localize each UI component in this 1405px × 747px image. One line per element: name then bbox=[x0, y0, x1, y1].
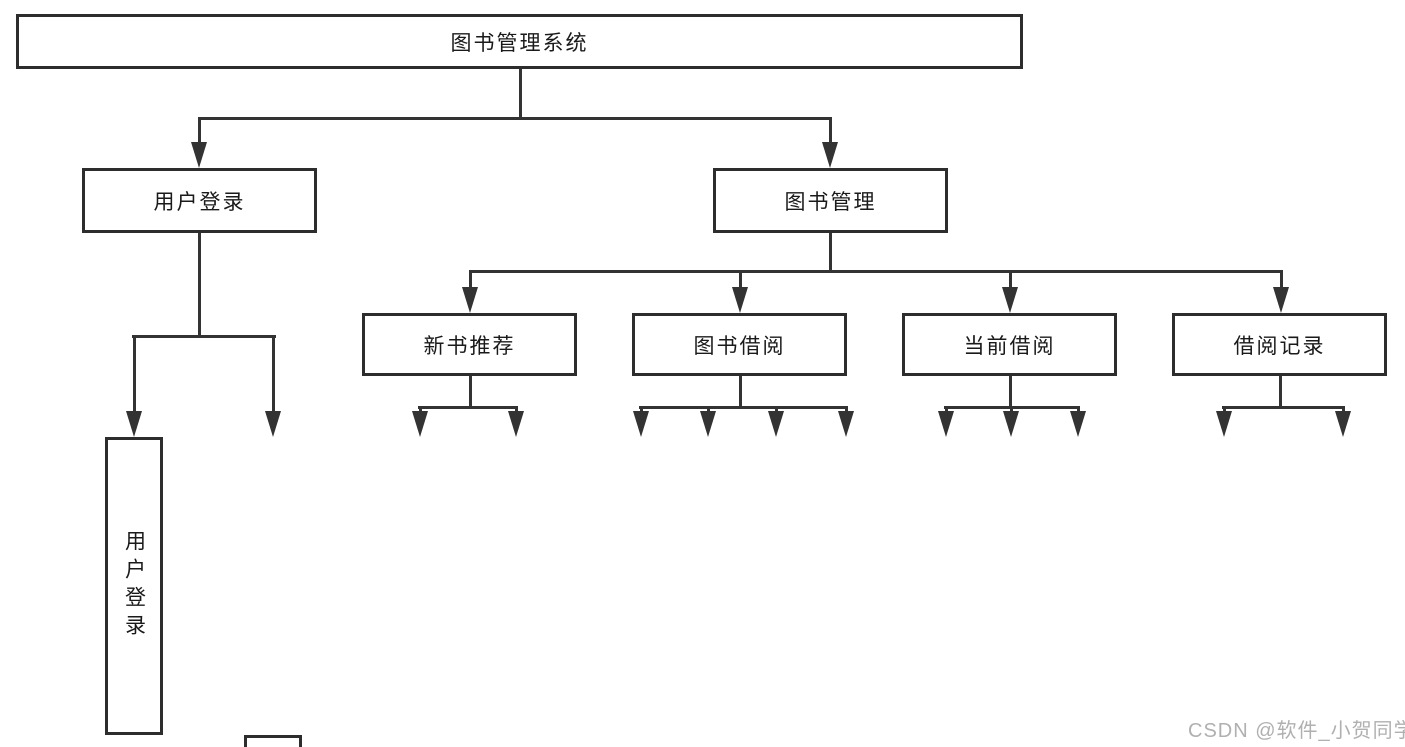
connector-new-book-recommend-h bbox=[418, 406, 518, 409]
node-book-management: 图书管理 bbox=[713, 168, 948, 233]
arrowhead-down-leaf-edit-book-admin bbox=[768, 411, 784, 437]
connector-to-user-login bbox=[198, 117, 201, 147]
node-book-borrow: 图书借阅 bbox=[632, 313, 847, 376]
arrowhead-down-leaf-add-book-admin bbox=[700, 411, 716, 437]
leaf-user-login-label: 用户登录 bbox=[122, 530, 146, 642]
connector-borrow-records-h bbox=[1222, 406, 1345, 409]
arrowhead-down-leaf-return-books bbox=[1003, 411, 1019, 437]
connector-to-book-management bbox=[829, 117, 832, 147]
arrowhead-down-book-management bbox=[822, 142, 838, 168]
leaf-user-login: 用户登录 bbox=[105, 437, 163, 735]
connector-borrow-records-stub bbox=[1279, 376, 1282, 409]
connector-to-leaf-user-login bbox=[133, 335, 136, 419]
connector-book-borrow-stub bbox=[739, 376, 742, 409]
node-current-borrow: 当前借阅 bbox=[902, 313, 1117, 376]
watermark: CSDN @软件_小贺同学 bbox=[1188, 720, 1405, 742]
arrowhead-down-leaf-confirm-return bbox=[1070, 411, 1086, 437]
connector-user-login-stub bbox=[198, 232, 201, 338]
connector-to-new-book-recommend bbox=[469, 270, 472, 292]
arrowhead-down-book-borrow bbox=[732, 287, 748, 313]
connector-to-leaf-logout bbox=[272, 335, 275, 419]
arrowhead-down-leaf-query-books-2 bbox=[633, 411, 649, 437]
connector-to-borrow-records bbox=[1280, 270, 1283, 292]
node-user-login: 用户登录 bbox=[82, 168, 317, 233]
arrowhead-down-leaf-user-login bbox=[126, 411, 142, 437]
arrowhead-down-leaf-query-borrow-record bbox=[1335, 411, 1351, 437]
connector-new-book-recommend-stub bbox=[469, 376, 472, 409]
node-borrow-records: 借阅记录 bbox=[1172, 313, 1387, 376]
arrowhead-down-leaf-query-books-1 bbox=[412, 411, 428, 437]
connector-to-book-borrow bbox=[739, 270, 742, 292]
connector-book-management-stub bbox=[829, 232, 832, 273]
connector-user-login-h bbox=[132, 335, 276, 338]
connector-current-borrow-stub bbox=[1009, 376, 1012, 409]
connector-level1-h bbox=[198, 117, 832, 120]
connector-level3-h bbox=[469, 270, 1283, 273]
arrowhead-down-leaf-query-books-3 bbox=[938, 411, 954, 437]
arrowhead-down-current-borrow bbox=[1002, 287, 1018, 313]
connector-to-current-borrow bbox=[1009, 270, 1012, 292]
node-new-book-recommend: 新书推荐 bbox=[362, 313, 577, 376]
connector-root-stub bbox=[519, 69, 522, 119]
leaf-logout: 注销登录 bbox=[244, 735, 302, 747]
arrowhead-down-leaf-logout bbox=[265, 411, 281, 437]
arrowhead-down-leaf-borrow-books-1 bbox=[508, 411, 524, 437]
arrowhead-down-leaf-add-borrow-record bbox=[1216, 411, 1232, 437]
connector-book-borrow-h bbox=[639, 406, 848, 409]
arrowhead-down-borrow-records bbox=[1273, 287, 1289, 313]
node-root: 图书管理系统 bbox=[16, 14, 1023, 69]
arrowhead-down-new-book-recommend bbox=[462, 287, 478, 313]
arrowhead-down-leaf-borrow-books-2 bbox=[838, 411, 854, 437]
arrowhead-down-user-login bbox=[191, 142, 207, 168]
